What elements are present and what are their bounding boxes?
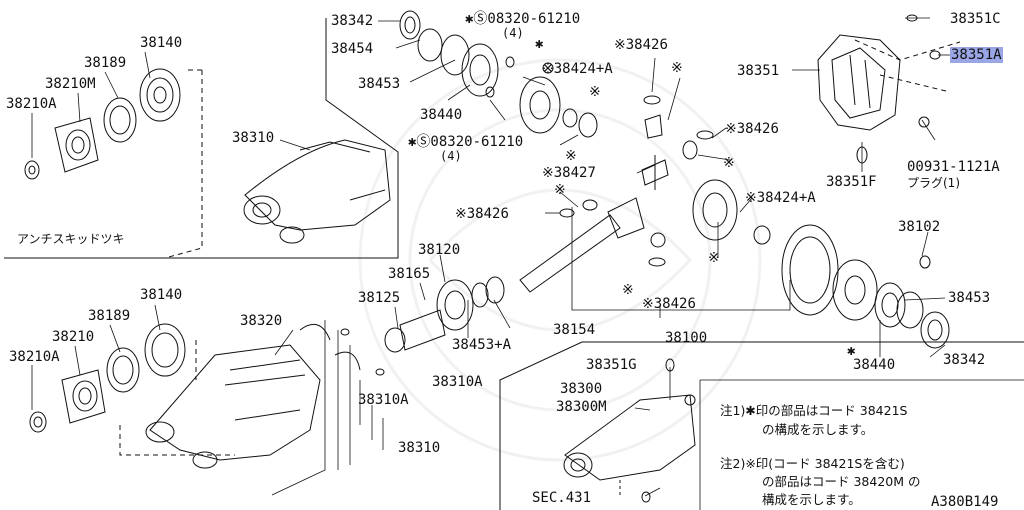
part-38453-top[interactable]: 38453	[358, 76, 401, 92]
gears-center	[559, 95, 771, 267]
part-38426-bottom[interactable]: ※38426	[642, 296, 696, 312]
part-38351g[interactable]: 38351G	[586, 357, 637, 373]
part-38440-top[interactable]: 38440	[420, 107, 463, 123]
part-38426-left[interactable]: ※38426	[455, 206, 509, 222]
part-38102[interactable]: 38102	[898, 219, 941, 235]
part-38351f[interactable]: 38351F	[826, 174, 877, 190]
part-38140-bottom[interactable]: 38140	[140, 287, 183, 303]
standard-flange-assembly	[29, 323, 186, 433]
note-1-line-1: 注1)✱印の部品はコード 38421S	[720, 403, 908, 418]
part-38310a-1[interactable]: 38310A	[432, 374, 483, 390]
part-38310-top[interactable]: 38310	[232, 130, 275, 146]
part-38189-bottom[interactable]: 38189	[88, 308, 131, 324]
part-38189-top[interactable]: 38189	[84, 55, 127, 71]
upper-bearing-group	[399, 10, 515, 98]
part-38351c[interactable]: 38351C	[950, 11, 1001, 27]
part-38300[interactable]: 38300	[560, 381, 603, 397]
note-2-line-3: 構成を示します。	[762, 492, 861, 507]
part-38140-top[interactable]: 38140	[140, 35, 183, 51]
part-38310a-2[interactable]: 38310A	[358, 392, 409, 408]
part-38453-right[interactable]: 38453	[948, 290, 991, 306]
cross-marker-2: ※	[589, 84, 601, 100]
part-38310-bottom[interactable]: 38310	[398, 440, 441, 456]
part-38440-right[interactable]: 38440	[853, 357, 896, 373]
cross-marker-6: ※	[708, 250, 720, 266]
part-38120[interactable]: 38120	[418, 242, 461, 258]
housing-lower-drawing	[145, 323, 385, 469]
cross-marker-7: ※	[622, 282, 634, 298]
part-38453a[interactable]: 38453+A	[452, 337, 512, 353]
bolt-mid-qty: (4)	[440, 149, 462, 163]
cross-marker-4: ※	[723, 155, 735, 171]
part-38342-right[interactable]: 38342	[943, 352, 986, 368]
part-38424a-right[interactable]: ※38424+A	[745, 190, 816, 206]
part-38351a[interactable]: 38351A	[950, 47, 1003, 63]
star-marker-1: ✱	[535, 36, 544, 52]
part-38300m[interactable]: 38300M	[556, 399, 607, 415]
cross-marker-1: ※	[671, 60, 683, 76]
section-frames	[4, 18, 1024, 510]
part-38154[interactable]: 38154	[553, 322, 596, 338]
star-marker-2: ✱	[847, 343, 856, 359]
note-2-line-2: の部品はコード 38420M の	[762, 474, 921, 489]
bolt-top-qty: (4)	[502, 26, 524, 40]
note-2-line-1: 注2)※印(コード 38421Sを含む)	[720, 456, 905, 471]
antiskid-label: アンチスキッドツキ	[17, 232, 125, 246]
diff-case-upper	[519, 62, 598, 138]
drive-pinion	[519, 197, 645, 293]
part-38351[interactable]: 38351	[737, 63, 780, 79]
leader-lines	[31, 17, 950, 497]
cross-marker-3: ※	[565, 148, 577, 164]
part-bolt-08320-mid[interactable]: ✱Ⓢ08320-61210	[408, 134, 524, 150]
part-38454[interactable]: 38454	[331, 41, 374, 57]
part-38320[interactable]: 38320	[240, 313, 283, 329]
part-38100[interactable]: 38100	[665, 330, 708, 346]
part-38426-right[interactable]: ※38426	[725, 121, 779, 137]
part-bolt-08320-top[interactable]: ✱Ⓢ08320-61210	[465, 11, 581, 27]
ring-gear-assembly	[781, 224, 950, 349]
part-38426-top[interactable]: ※38426	[614, 37, 668, 53]
part-38342-top[interactable]: 38342	[331, 13, 374, 29]
part-38427[interactable]: ※38427	[542, 165, 596, 181]
rear-cover-drawing	[817, 14, 941, 164]
assembly-inset-drawing	[563, 358, 696, 503]
part-38210[interactable]: 38210	[52, 329, 95, 345]
part-38210a-top[interactable]: 38210A	[6, 96, 57, 112]
part-38210a-bottom[interactable]: 38210A	[9, 349, 60, 365]
cross-marker-5: ※	[554, 182, 566, 198]
pinion-bearings-middle	[384, 276, 505, 353]
note-1-line-2: の構成を示します。	[762, 422, 874, 437]
housing-upper-drawing	[243, 139, 391, 244]
part-38424a-top[interactable]: ※38424+A	[542, 61, 613, 77]
part-00931-1121a[interactable]: 00931-1121A	[907, 159, 1000, 175]
plug-note: プラグ(1)	[907, 176, 960, 190]
section-431-link[interactable]: SEC.431	[532, 490, 592, 506]
highlight-38351a: 38351A	[950, 47, 1003, 63]
part-38165[interactable]: 38165	[388, 266, 431, 282]
diagram-id: A380B149	[931, 494, 999, 510]
antiskid-flange-assembly	[24, 68, 181, 180]
part-38125[interactable]: 38125	[358, 290, 401, 306]
part-38210m[interactable]: 38210M	[45, 76, 96, 92]
